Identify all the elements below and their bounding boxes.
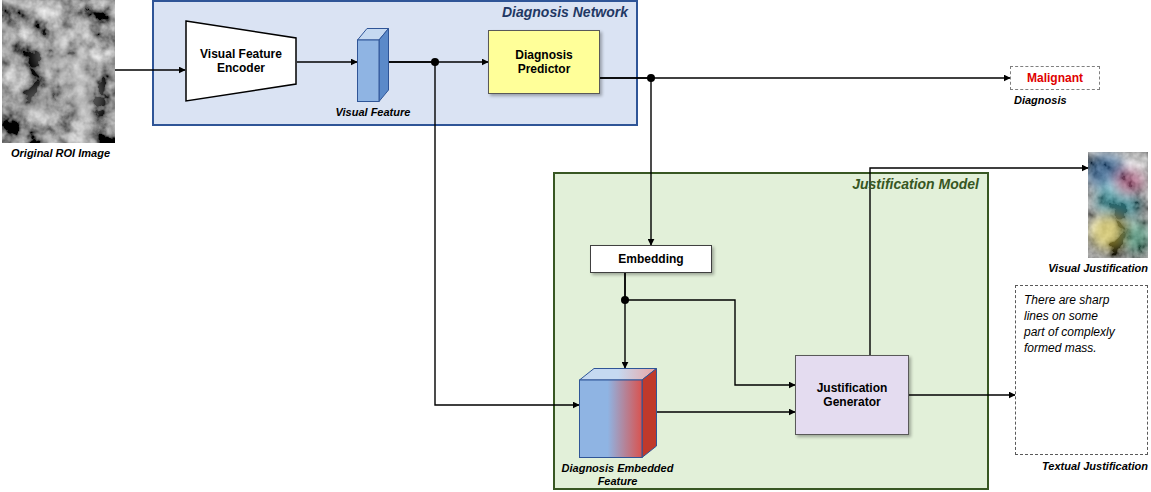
diagnosis-value: Malignant (1027, 71, 1083, 85)
node-figure (2, 0, 115, 143)
encoder-label: Visual Feature Encoder (195, 47, 287, 75)
node-figure (1088, 152, 1148, 258)
connector-arrow (600, 77, 1010, 78)
output-box: Malignant (1010, 66, 1100, 90)
roi-image (2, 0, 115, 143)
mass-shading (20, 33, 105, 121)
embedded-feature-cube (579, 368, 657, 458)
connector-arrow (909, 394, 1015, 395)
diagram-node: Original ROI Image (2, 0, 120, 162)
diagram-node: Visual Justification (1028, 152, 1148, 278)
figure-caption: Visual Feature (328, 106, 418, 119)
panel-ground (554, 173, 988, 489)
feature-cube (357, 28, 389, 102)
diagram-node: There are sharp lines on some part of co… (1015, 285, 1148, 480)
connector-arrow (115, 69, 185, 70)
figure-caption: Original ROI Image (2, 147, 119, 160)
cube-side (642, 369, 657, 458)
junction-dot (621, 296, 629, 304)
heatmap-overlay (1088, 154, 1148, 253)
heatmap-image (1088, 152, 1148, 258)
image-ground (2, 0, 115, 143)
diagram-node: Visual Feature (328, 28, 418, 124)
trapezoid-outline (186, 21, 296, 101)
node-figure (357, 28, 389, 102)
panel-title: Justification Model (553, 172, 989, 192)
junction-dot (431, 58, 439, 66)
diagram-node: Embedding (590, 245, 712, 273)
diagram-node: MalignantDiagnosis (1010, 66, 1100, 116)
process-label: Embedding (618, 252, 683, 266)
image-texture (2, 0, 115, 143)
diagram-node: Diagnosis Embedded Feature (560, 368, 675, 488)
diagram-node: Diagnosis Predictor (488, 30, 600, 94)
panel-ground (153, 1, 637, 125)
diagram-node: Justification Generator (795, 355, 909, 435)
connector-arrow (657, 411, 795, 412)
diagram-node: Visual Feature Encoder (185, 20, 297, 102)
justification-text: There are sharp lines on some part of co… (1024, 292, 1116, 356)
node-figure (579, 368, 657, 458)
output-caption: Diagnosis (1014, 94, 1067, 107)
cube-front (580, 380, 643, 458)
cube-front (358, 40, 380, 102)
figure-caption: Diagnosis Embedded Feature (560, 462, 675, 488)
group-panel: Diagnosis NetworkVisual Feature EncoderV… (152, 0, 638, 126)
connector-arrow (600, 78, 651, 245)
junction-dot (647, 74, 655, 82)
figure-caption: Visual Justification (1028, 262, 1148, 275)
output-box: There are sharp lines on some part of co… (1015, 285, 1148, 455)
process-label: Diagnosis Predictor (495, 48, 593, 76)
process-label: Justification Generator (802, 381, 902, 409)
output-caption: Textual Justification (1015, 460, 1148, 473)
connector-arrow (297, 61, 357, 62)
cube-side (379, 29, 389, 102)
panel-title: Diagnosis Network (152, 0, 638, 20)
group-panel: Justification ModelEmbeddingDiagnosis Em… (553, 172, 989, 490)
connector-arrow (389, 62, 579, 405)
